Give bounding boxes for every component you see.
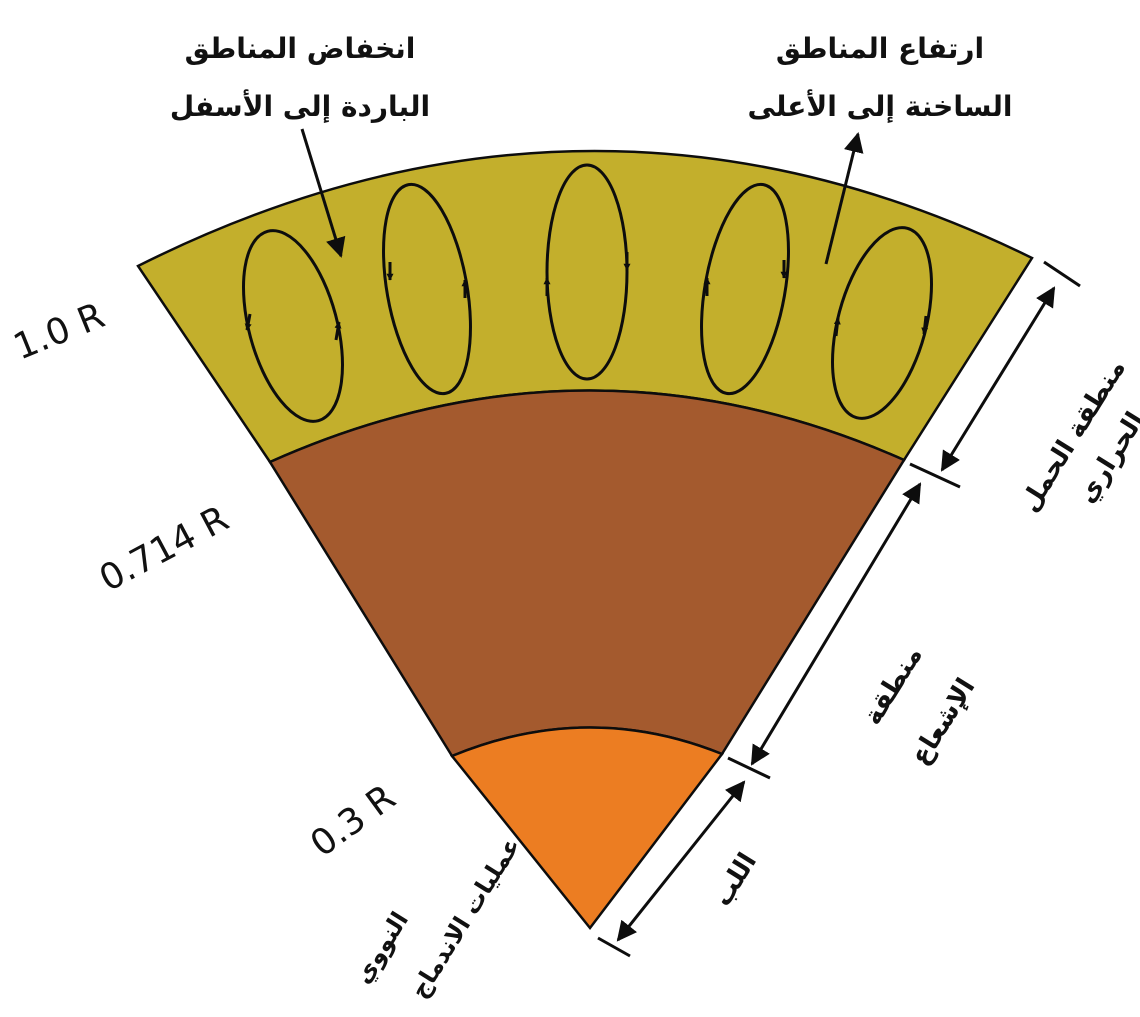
rising-label: ارتفاع المناطق الساخنة إلى الأعلى bbox=[748, 32, 1013, 124]
radiative-label-line2: الإشعاع bbox=[905, 673, 981, 770]
sinking-label-line2: الباردة إلى الأسفل bbox=[170, 89, 430, 124]
fusion-label-line2: النووي bbox=[348, 907, 414, 989]
fusion-label: عمليات الاندماج النووي bbox=[348, 832, 525, 1003]
divider-tick bbox=[598, 938, 630, 956]
radius-label-middle: 0.714 R bbox=[93, 498, 235, 600]
flow-arrow-icon bbox=[924, 316, 926, 334]
radiative-label-line1: منطقة bbox=[858, 641, 929, 730]
convective-zone-label: منطقة الحمل الحراري bbox=[1014, 354, 1140, 517]
radiative-zone-label: منطقة الإشعاع bbox=[858, 641, 982, 770]
radius-label-outer: 1.0 R bbox=[8, 295, 110, 368]
divider-tick bbox=[728, 758, 770, 778]
sinking-label: انخفاض المناطق الباردة إلى الأسفل bbox=[170, 32, 430, 124]
rising-label-line1: ارتفاع المناطق bbox=[776, 32, 984, 65]
flow-arrow-icon bbox=[836, 318, 838, 336]
radiative-zone bbox=[270, 390, 904, 756]
divider-tick bbox=[910, 464, 960, 487]
radius-label-inner: 0.3 R bbox=[303, 777, 403, 865]
fusion-label-line1: عمليات الاندماج bbox=[405, 832, 526, 1003]
sinking-label-line1: انخفاض المناطق bbox=[185, 32, 416, 65]
rising-label-line2: الساخنة إلى الأعلى bbox=[748, 89, 1013, 124]
core-zone-label: اللب bbox=[707, 848, 763, 912]
divider-tick bbox=[1044, 262, 1080, 286]
